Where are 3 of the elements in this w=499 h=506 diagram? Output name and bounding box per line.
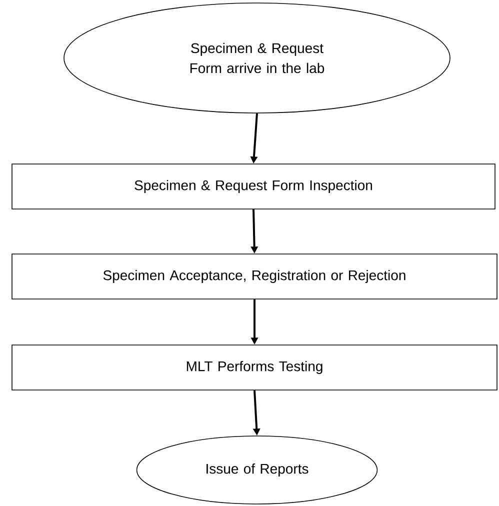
process-box: MLT Performs Testing [12, 344, 498, 390]
process-box: Specimen & Request Form Inspection [12, 164, 496, 210]
process-box: Specimen Acceptance, Registration or Rejection [12, 254, 498, 300]
